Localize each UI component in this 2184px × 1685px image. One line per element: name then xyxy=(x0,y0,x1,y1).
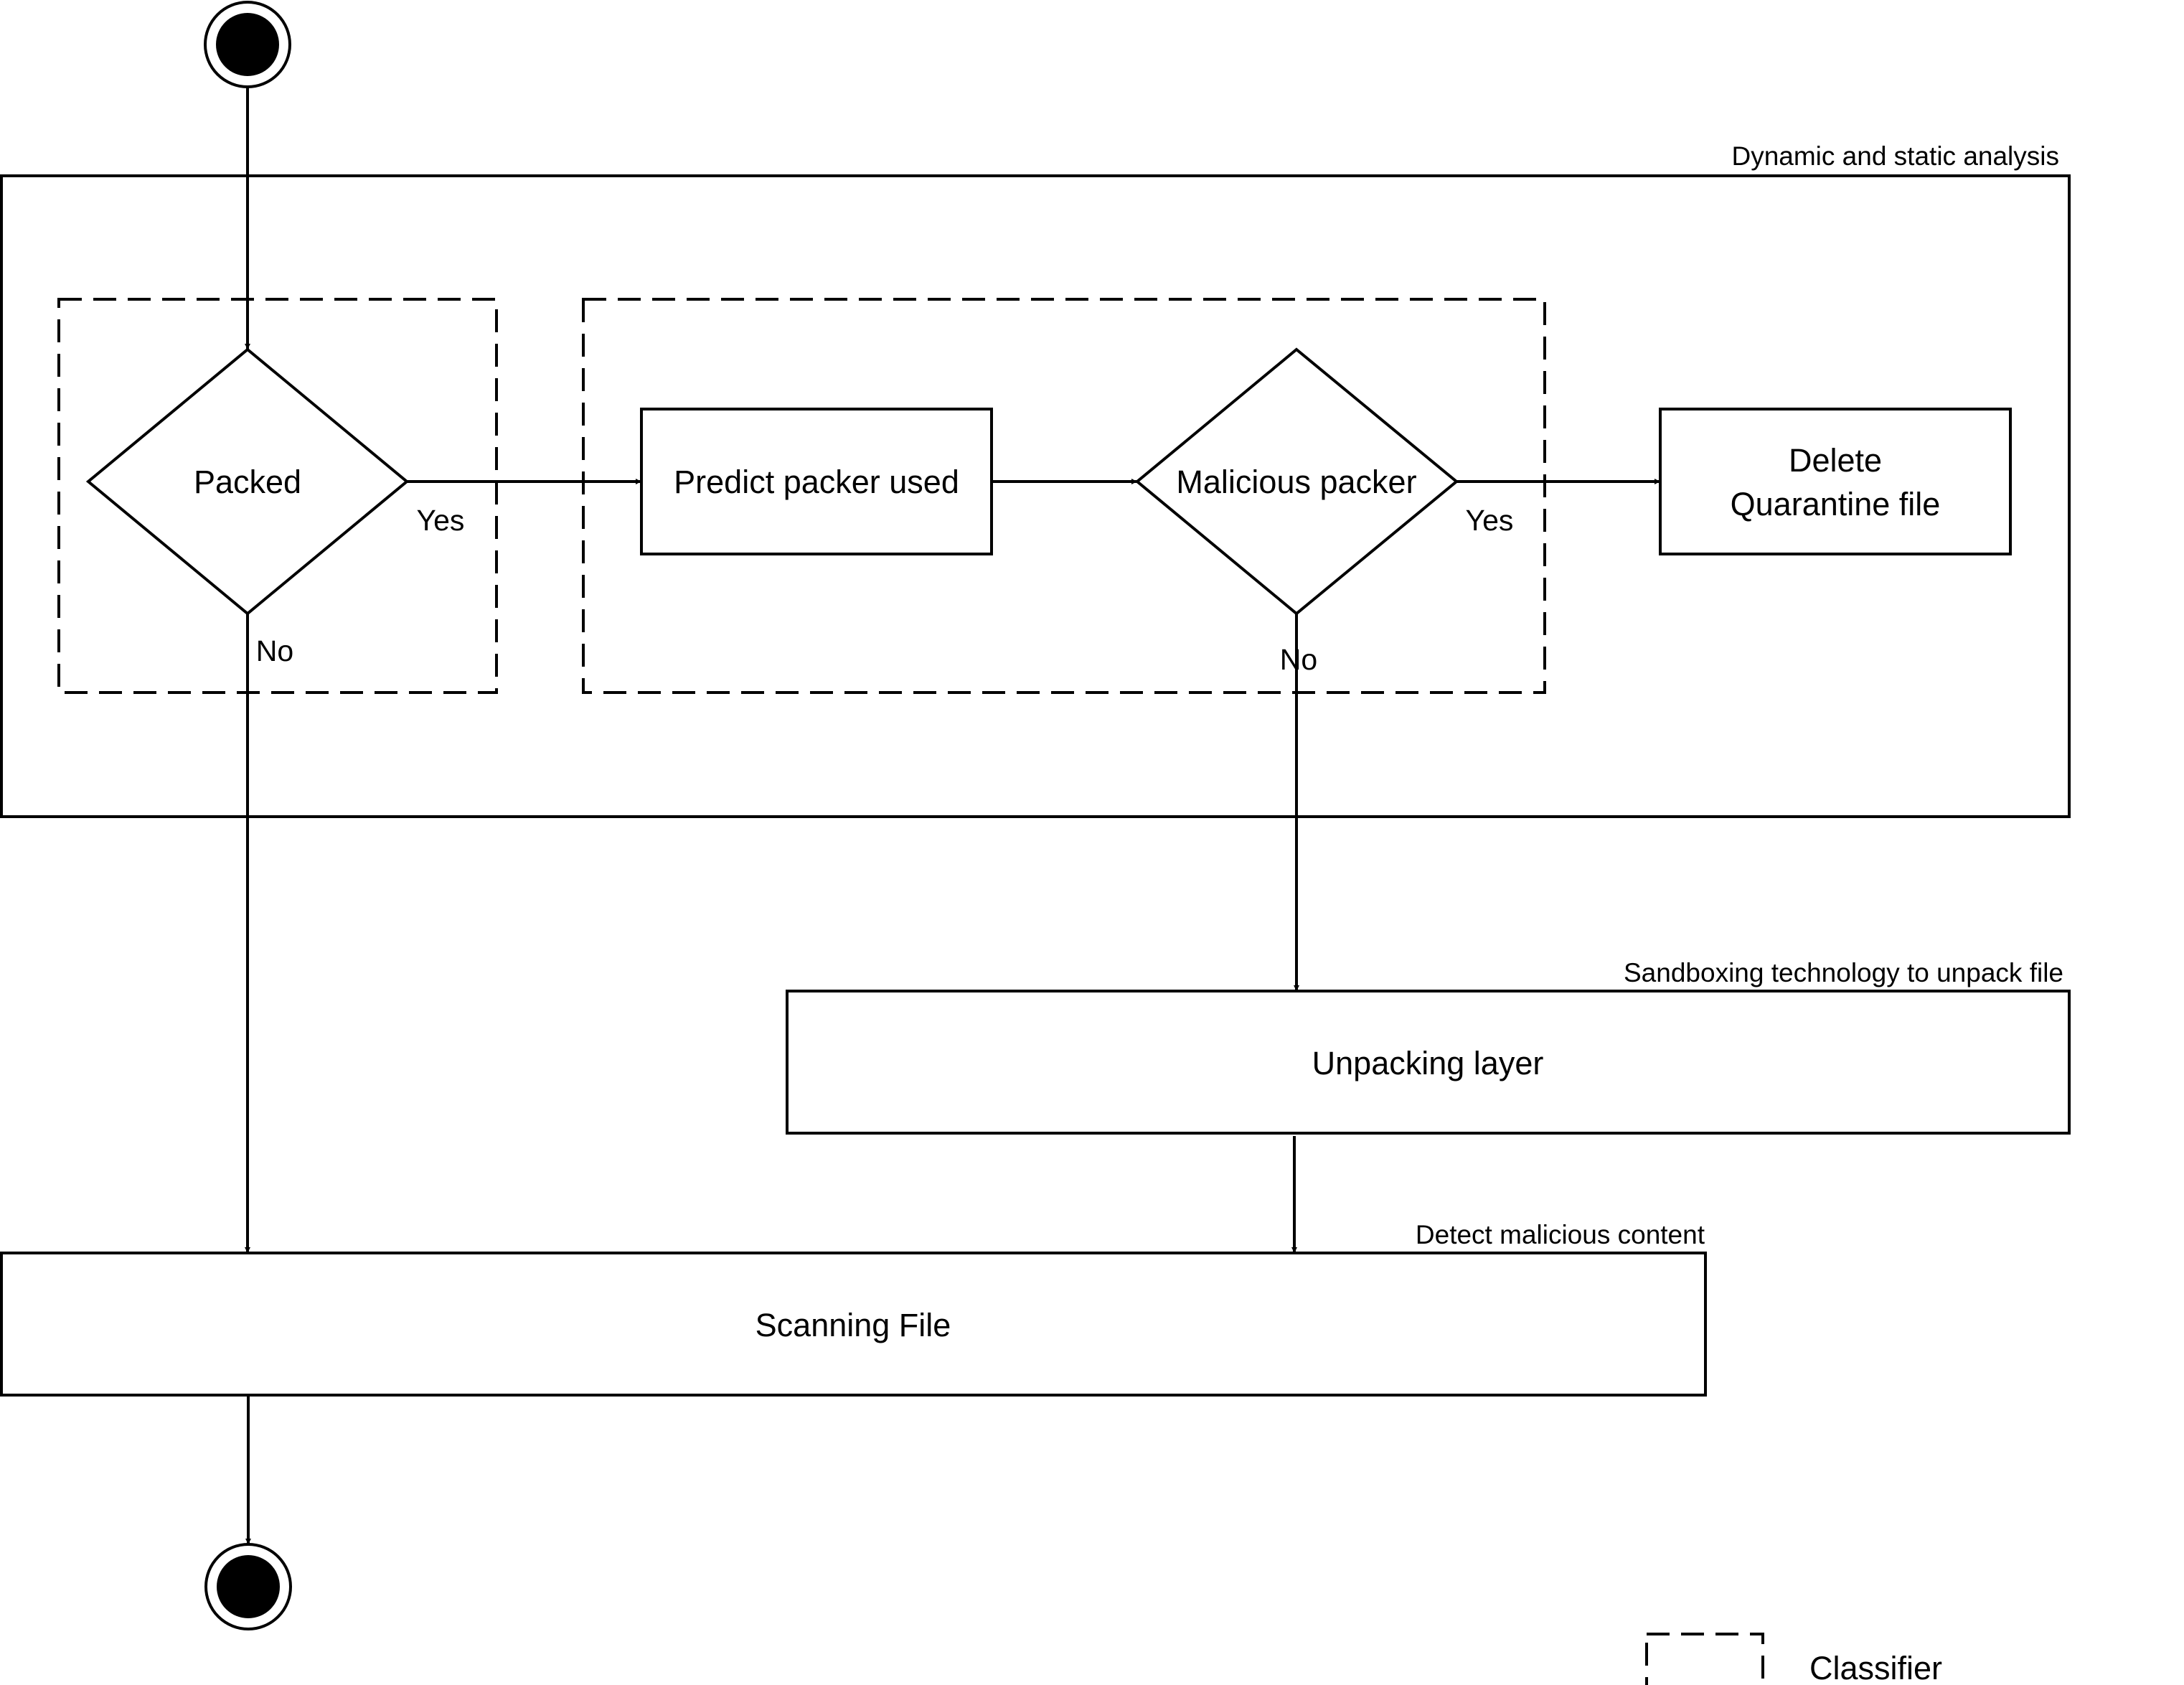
predict-packer-label: Predict packer used xyxy=(674,464,959,500)
packed-yes-label: Yes xyxy=(417,504,465,537)
packed-no-label: No xyxy=(256,634,293,667)
delete-label: Delete xyxy=(1789,442,1882,479)
classifier-box-packer xyxy=(582,298,1546,694)
legend-classifier-swatch xyxy=(1645,1633,1764,1685)
start-node xyxy=(204,1,291,88)
unpacking-layer-node xyxy=(786,990,2071,1135)
classifier-box-packed xyxy=(57,298,498,694)
quarantine-file-label: Quarantine file xyxy=(1731,486,1941,522)
malicious-no-label: No xyxy=(1280,643,1317,676)
delete-quarantine-node xyxy=(1659,408,2012,555)
detect-region-label: Detect malicious content xyxy=(1416,1220,1705,1249)
unpacking-layer-label: Unpacking layer xyxy=(1312,1045,1544,1081)
scanning-file-label: Scanning File xyxy=(756,1307,951,1343)
sandbox-region-label: Sandboxing technology to unpack file xyxy=(1624,958,2063,987)
legend: Classifier xyxy=(1645,1633,1942,1685)
analysis-region xyxy=(0,174,2071,818)
analysis-region-label: Dynamic and static analysis xyxy=(1731,141,2059,171)
packed-decision-label: Packed xyxy=(194,464,301,500)
malicious-packer-label: Malicious packer xyxy=(1176,464,1416,500)
scanning-file-node xyxy=(0,1252,1707,1397)
end-node xyxy=(204,1543,292,1630)
malicious-yes-label: Yes xyxy=(1466,504,1514,537)
legend-classifier-label: Classifier xyxy=(1809,1650,1942,1685)
